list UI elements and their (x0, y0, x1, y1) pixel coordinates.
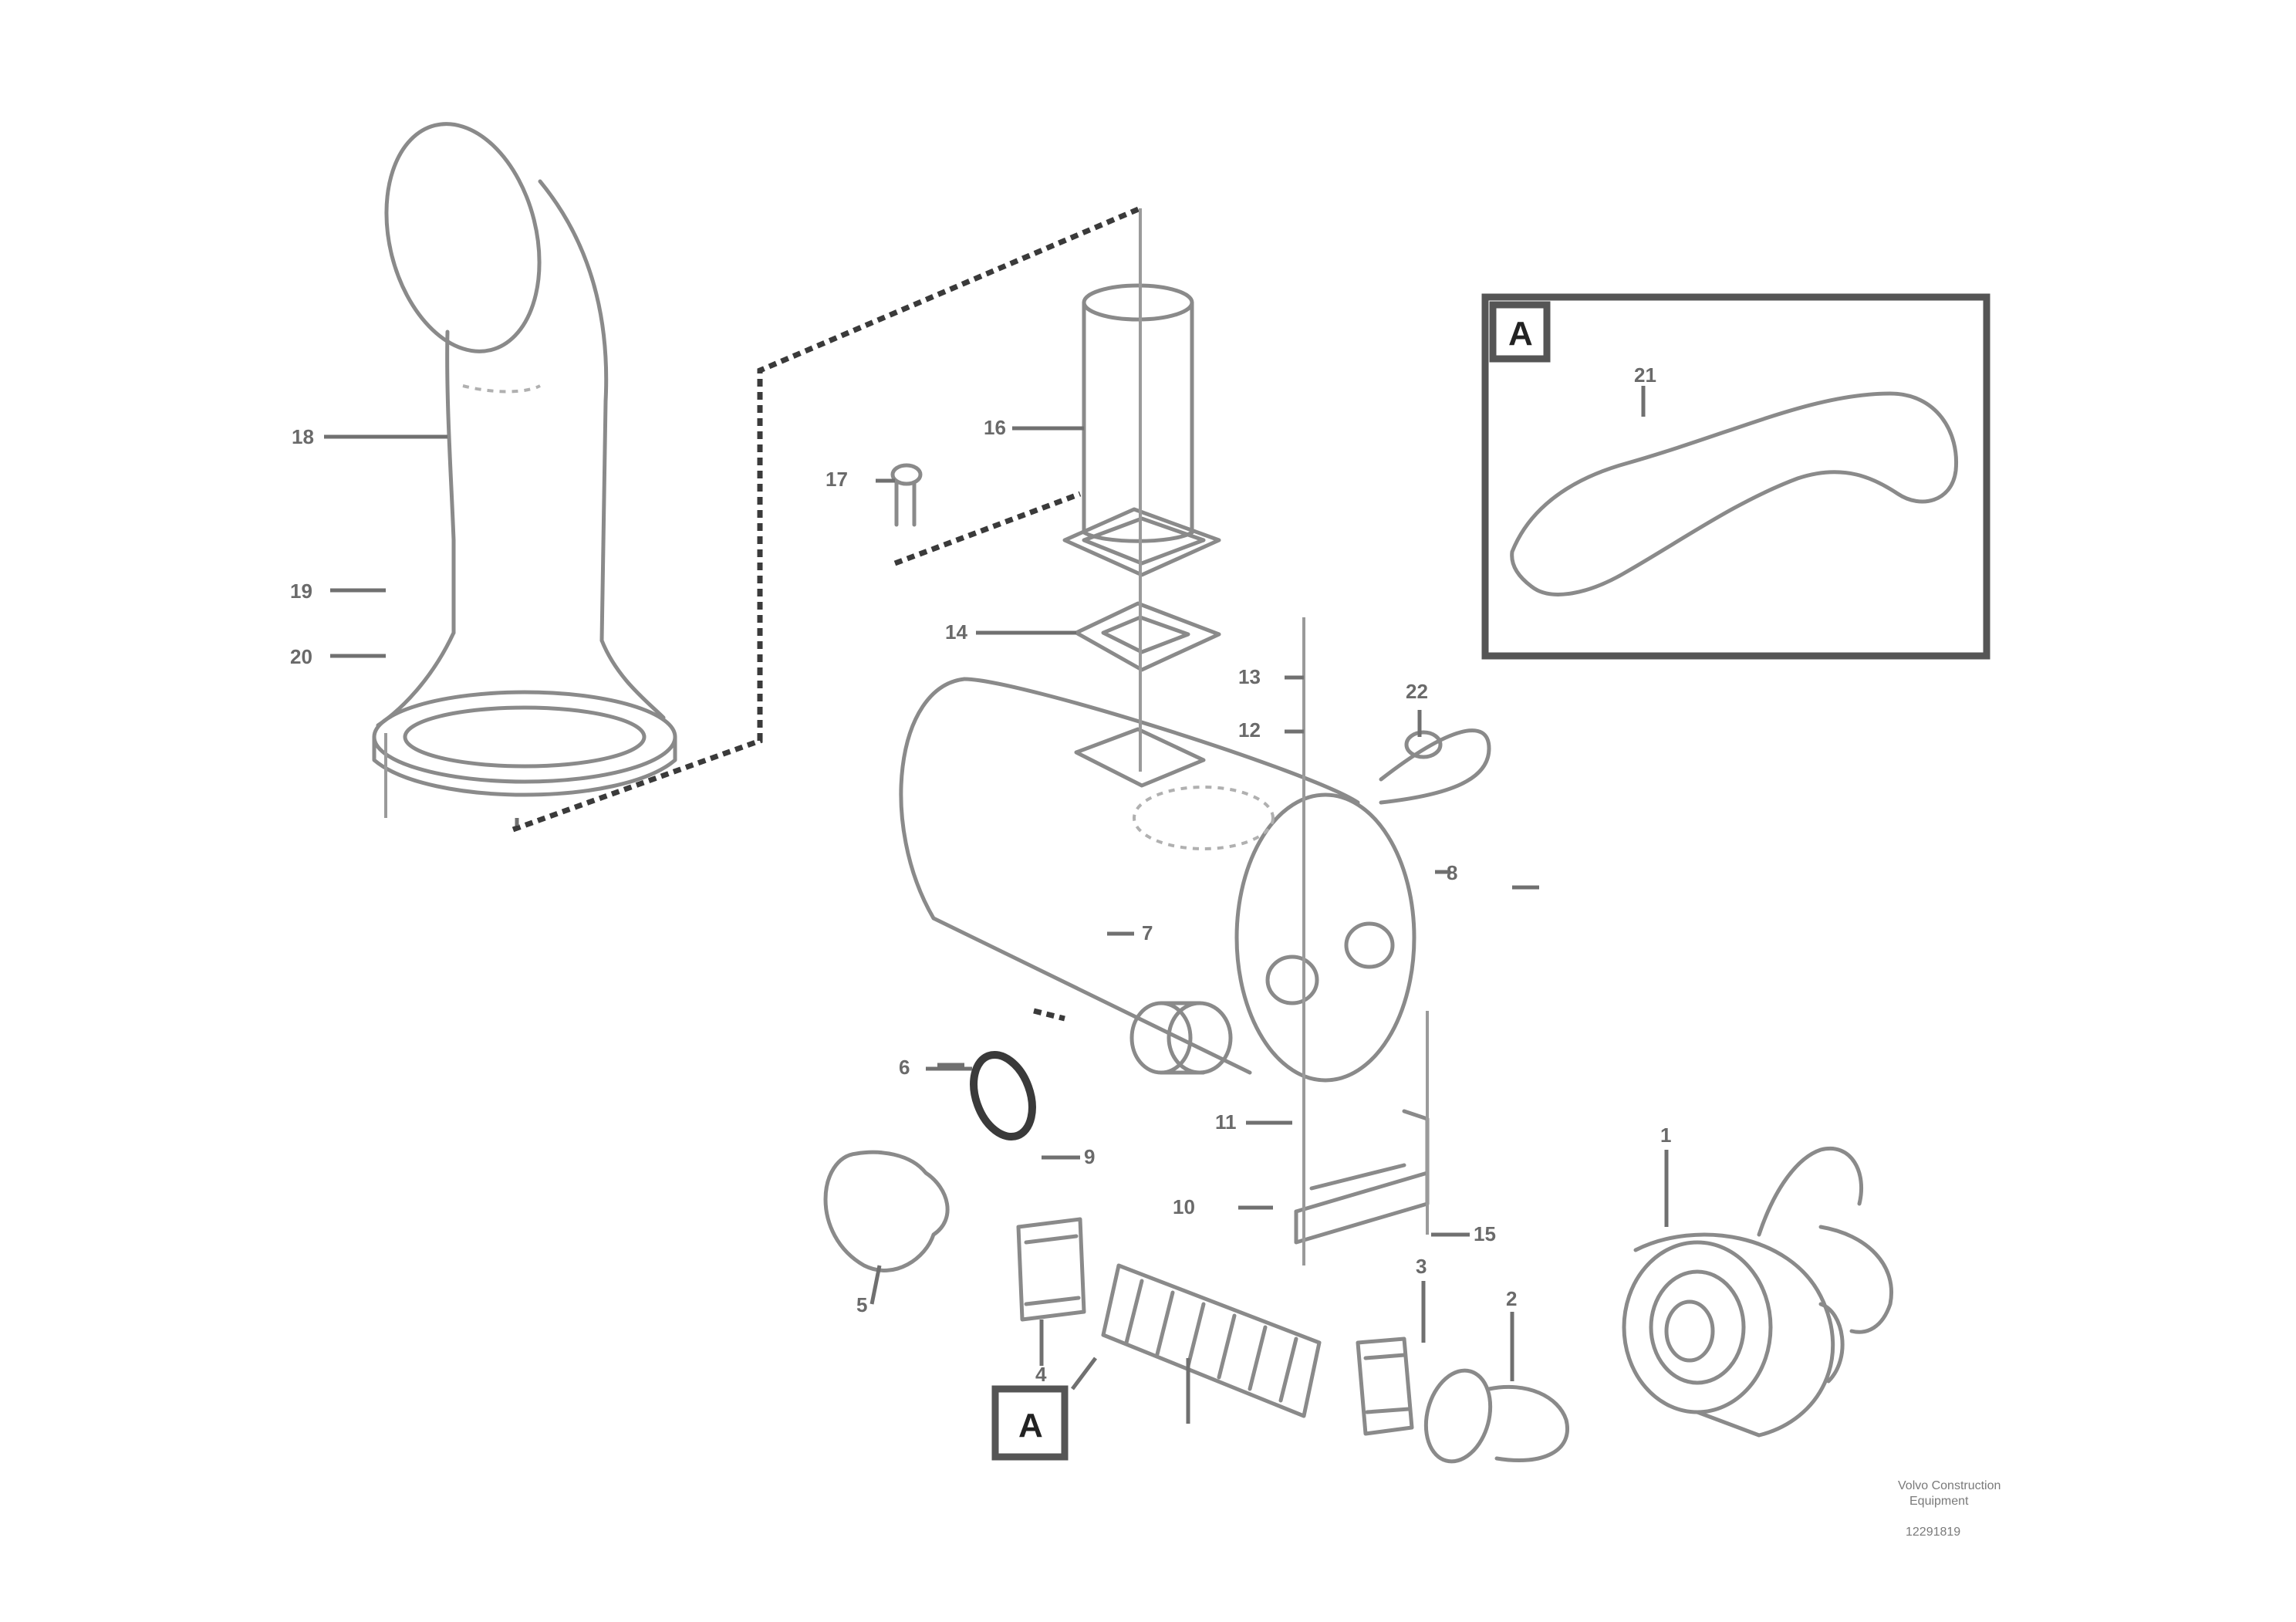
detail-a-reference-box (991, 1385, 1069, 1461)
leader-lines (324, 386, 1669, 1424)
footer-line1: Volvo Construction (1898, 1479, 2001, 1492)
callout-4: 4 (1035, 1363, 1047, 1386)
callout-11: 11 (1215, 1110, 1237, 1134)
callout-13: 13 (1238, 665, 1261, 688)
callout-6: 6 (899, 1056, 910, 1079)
flange-gasket-part (1074, 601, 1221, 672)
callout-18: 18 (292, 425, 314, 448)
connector-part-4 (1016, 1217, 1086, 1322)
alignment-lines (512, 205, 1142, 1022)
callout-9: 9 (1084, 1145, 1095, 1168)
exhaust-pipe-part (1062, 283, 1221, 577)
muffler-part (899, 677, 1416, 1083)
callout-19: 19 (290, 580, 312, 603)
center-lines (384, 208, 1429, 1265)
bellows-pipe-part (1101, 1263, 1322, 1418)
connector-part-4b (1356, 1336, 1414, 1436)
callout-15: 15 (1474, 1222, 1496, 1245)
mounting-bracket-part (1294, 1109, 1430, 1245)
callout-2: 2 (1506, 1287, 1517, 1310)
callout-22: 22 (1406, 680, 1428, 703)
detail-a-frame (1481, 293, 1990, 660)
footer-credit: Volvo Construction Equipment 12291819 (1898, 1479, 2001, 1539)
hose-clamp-part-5 (823, 1150, 950, 1272)
callout-5: 5 (856, 1293, 867, 1316)
callout-3: 3 (1416, 1255, 1427, 1278)
callout-20: 20 (290, 645, 312, 668)
callout-labels: 18 19 20 16 17 14 13 12 22 8 7 6 9 11 10… (290, 363, 1671, 1386)
callout-10: 10 (1173, 1195, 1195, 1218)
ring-part (970, 1050, 1036, 1141)
callout-8: 8 (1447, 861, 1457, 884)
callout-7: 7 (1142, 921, 1153, 944)
callout-14: 14 (945, 620, 967, 644)
detail-a-label: A (1508, 315, 1533, 353)
seal-ring-part (1423, 1368, 1569, 1464)
callout-21: 21 (1634, 363, 1656, 387)
exhaust-stack-part (372, 122, 677, 797)
clamp-loop-part (1379, 728, 1491, 805)
callout-16: 16 (984, 416, 1006, 439)
turbocharger-part (1622, 1147, 1893, 1438)
callout-1: 1 (1660, 1124, 1671, 1147)
callout-17: 17 (826, 468, 848, 491)
detail-a-callout: A (1018, 1407, 1043, 1445)
callout-12: 12 (1238, 718, 1261, 742)
footer-line2: Equipment (1909, 1495, 1969, 1508)
footer-code: 12291819 (1906, 1526, 1960, 1539)
bolt-part-17 (890, 463, 923, 527)
